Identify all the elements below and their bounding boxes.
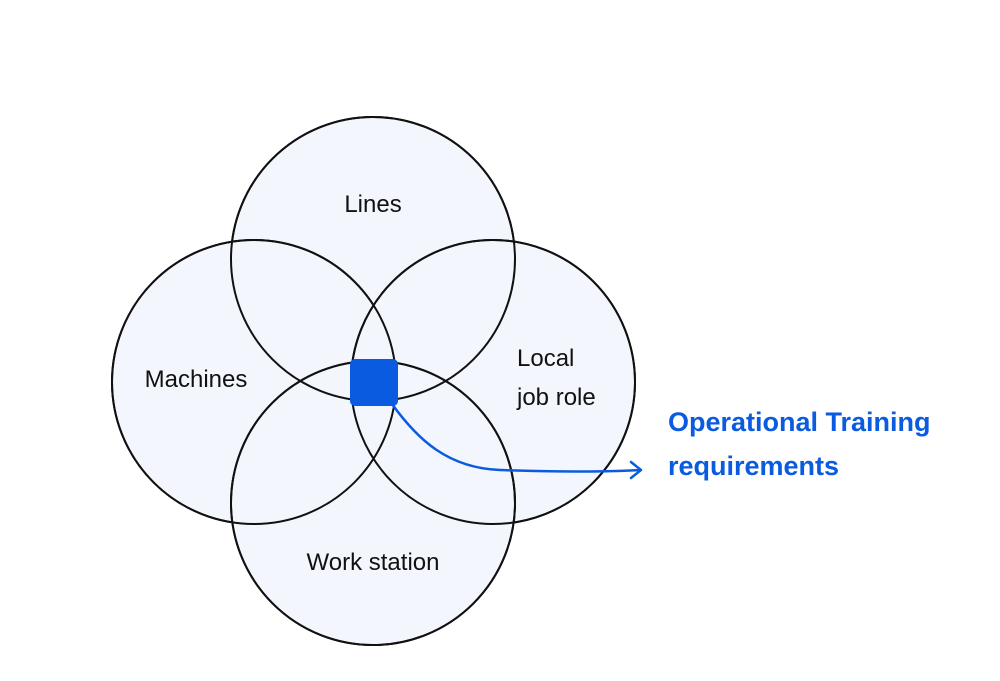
callout-line-2: requirements: [668, 451, 839, 481]
label-lines: Lines: [344, 191, 401, 218]
label-local: Local: [517, 345, 574, 372]
label-work-station: Work station: [307, 549, 440, 576]
intersection-highlight: [350, 359, 398, 406]
label-job-role: job role: [516, 384, 596, 411]
label-machines: Machines: [145, 366, 248, 393]
connector-arrow: [390, 402, 643, 480]
callout-line-1: Operational Training: [668, 407, 931, 437]
